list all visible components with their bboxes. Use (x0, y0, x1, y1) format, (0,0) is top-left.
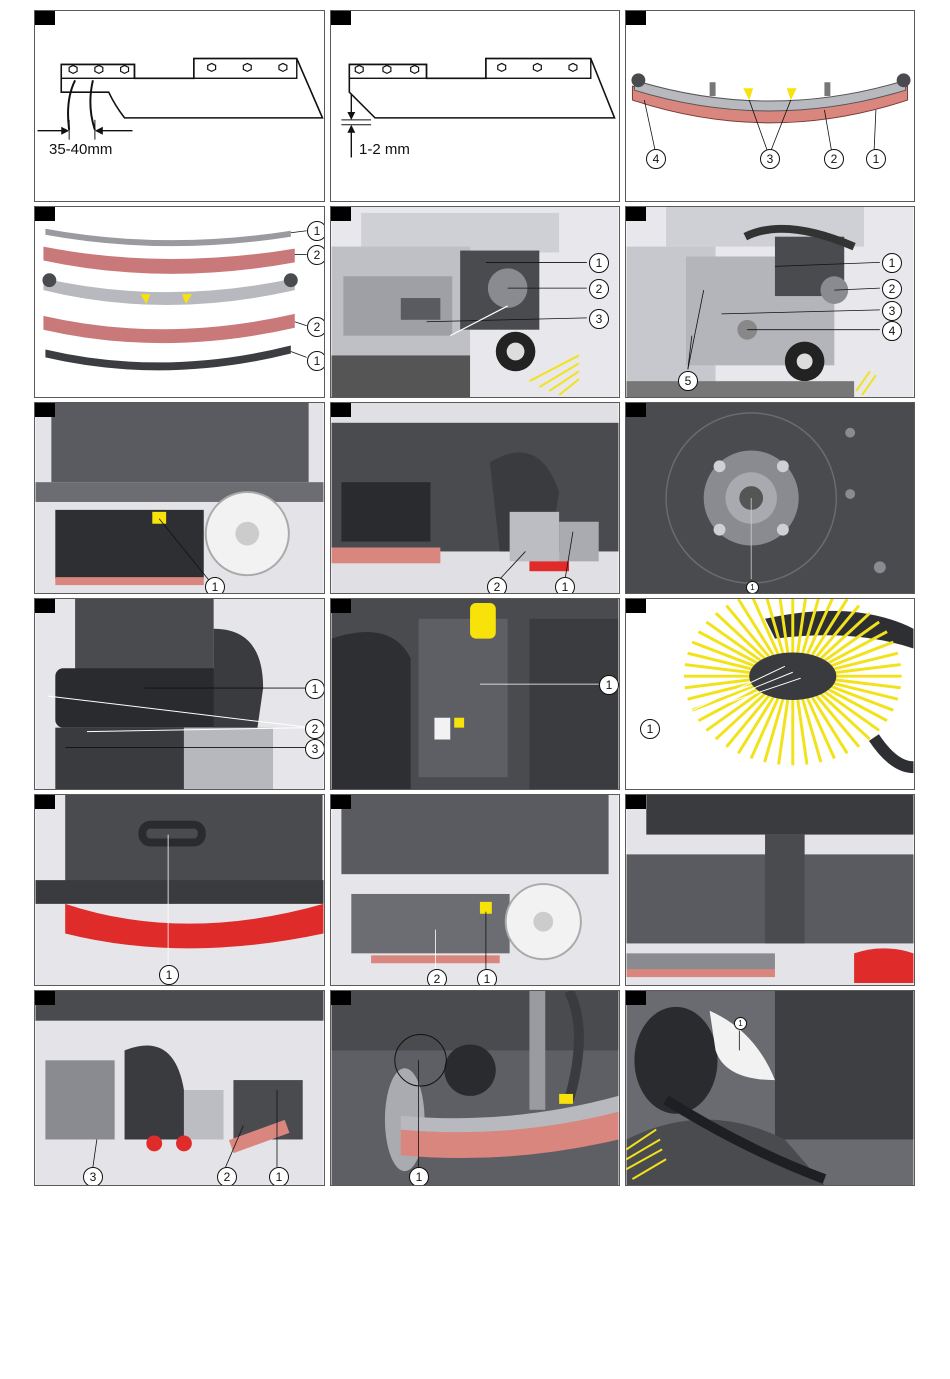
figure-seat-console: 1 2 3 (34, 598, 325, 790)
callout-2: 2 (589, 279, 609, 299)
figure-wheel-hub: 1 (625, 402, 915, 594)
figure-tag (331, 599, 351, 613)
frame-underside-drawing (626, 795, 914, 985)
callout-2: 2 (217, 1167, 237, 1186)
callout-1: 1 (269, 1167, 289, 1186)
drive-unit-drawing (331, 403, 619, 593)
figure-tag (331, 403, 351, 417)
callout-1: 1 (409, 1167, 429, 1186)
figure-lip-gap: 1-2 mm (330, 10, 620, 202)
callout-3: 3 (83, 1167, 103, 1186)
callout-2: 2 (305, 719, 325, 739)
callout-1: 1 (866, 149, 886, 169)
side-brush-drawing (626, 599, 914, 789)
callout-5: 5 (678, 371, 698, 391)
callout-2: 2 (824, 149, 844, 169)
callout-2: 2 (882, 279, 902, 299)
callout-3: 3 (882, 301, 902, 321)
callout-1: 1 (307, 351, 325, 371)
callout-1: 1 (205, 577, 225, 594)
figure-tag (331, 11, 351, 25)
callout-3: 3 (760, 149, 780, 169)
callout-1: 1 (159, 965, 179, 985)
figure-tag (331, 991, 351, 1005)
figure-tag (626, 207, 646, 221)
callout-1: 1 (640, 719, 660, 739)
callout-2: 2 (307, 245, 325, 265)
figure-squeegee-mount-left: 1 2 3 (330, 206, 620, 398)
callout-1: 1 (734, 1017, 747, 1030)
callout-3: 3 (589, 309, 609, 329)
figure-squeegee-offset: 35-40mm (34, 10, 325, 202)
wheel-hub-drawing (626, 403, 914, 593)
squeegee-mount-left-drawing (331, 207, 619, 397)
figure-frame-underside (625, 794, 915, 986)
figure-side-panel: 2 1 (330, 794, 620, 986)
figure-tag (35, 403, 55, 417)
callout-1: 1 (555, 577, 575, 594)
brush-drive-drawing (35, 991, 324, 1185)
figure-tag (626, 795, 646, 809)
figure-squeegee-assembly: 4 3 2 1 (625, 10, 915, 202)
seat-console-drawing (35, 599, 324, 789)
squeegee-offset-label: 35-40mm (49, 141, 112, 158)
callout-2: 2 (427, 969, 447, 986)
callout-2: 2 (487, 577, 507, 594)
callout-1: 1 (599, 675, 619, 695)
figure-brush-drive: 3 2 1 (34, 990, 325, 1186)
figure-tag (626, 11, 646, 25)
lip-gap-drawing (331, 11, 619, 201)
side-panel-drawing (331, 795, 619, 985)
figure-tag (35, 795, 55, 809)
squeegee-lever-drawing (331, 991, 619, 1185)
side-brush-arm-drawing (626, 991, 914, 1185)
figure-tag (331, 795, 351, 809)
squeegee-offset-drawing (35, 11, 324, 201)
figure-tag (35, 207, 55, 221)
callout-1: 1 (307, 221, 325, 241)
squeegee-side-view-drawing (35, 403, 324, 593)
figure-side-brush: 1 (625, 598, 915, 790)
squeegee-mount-right-drawing (626, 207, 914, 397)
figure-side-brush-arm: 1 (625, 990, 915, 1186)
figure-tag (35, 599, 55, 613)
main-brush-handle-drawing (35, 795, 324, 985)
figure-squeegee-lever: 1 (330, 990, 620, 1186)
figure-tag (35, 991, 55, 1005)
figure-squeegee-exploded: 1 2 2 1 (34, 206, 325, 398)
figure-tag (626, 991, 646, 1005)
figure-drive-unit: 2 1 (330, 402, 620, 594)
figure-tag (626, 403, 646, 417)
callout-1: 1 (589, 253, 609, 273)
figure-tag (331, 207, 351, 221)
callout-1: 1 (746, 581, 759, 594)
figure-tag (35, 11, 55, 25)
figure-squeegee-side-view: 1 (34, 402, 325, 594)
figure-main-brush-handle: 1 (34, 794, 325, 986)
callout-3: 3 (305, 739, 325, 759)
callout-1: 1 (477, 969, 497, 986)
lip-gap-label: 1-2 mm (359, 141, 410, 158)
callout-2: 2 (307, 317, 325, 337)
callout-4: 4 (646, 149, 666, 169)
figure-squeegee-mount-right: 1 2 3 4 5 (625, 206, 915, 398)
callout-1: 1 (882, 253, 902, 273)
service-hatch-drawing (331, 599, 619, 789)
squeegee-exploded-drawing (35, 207, 324, 397)
figure-service-hatch: 1 (330, 598, 620, 790)
squeegee-assembly-drawing (626, 11, 914, 201)
figure-tag (626, 599, 646, 613)
callout-1: 1 (305, 679, 325, 699)
callout-4: 4 (882, 321, 902, 341)
